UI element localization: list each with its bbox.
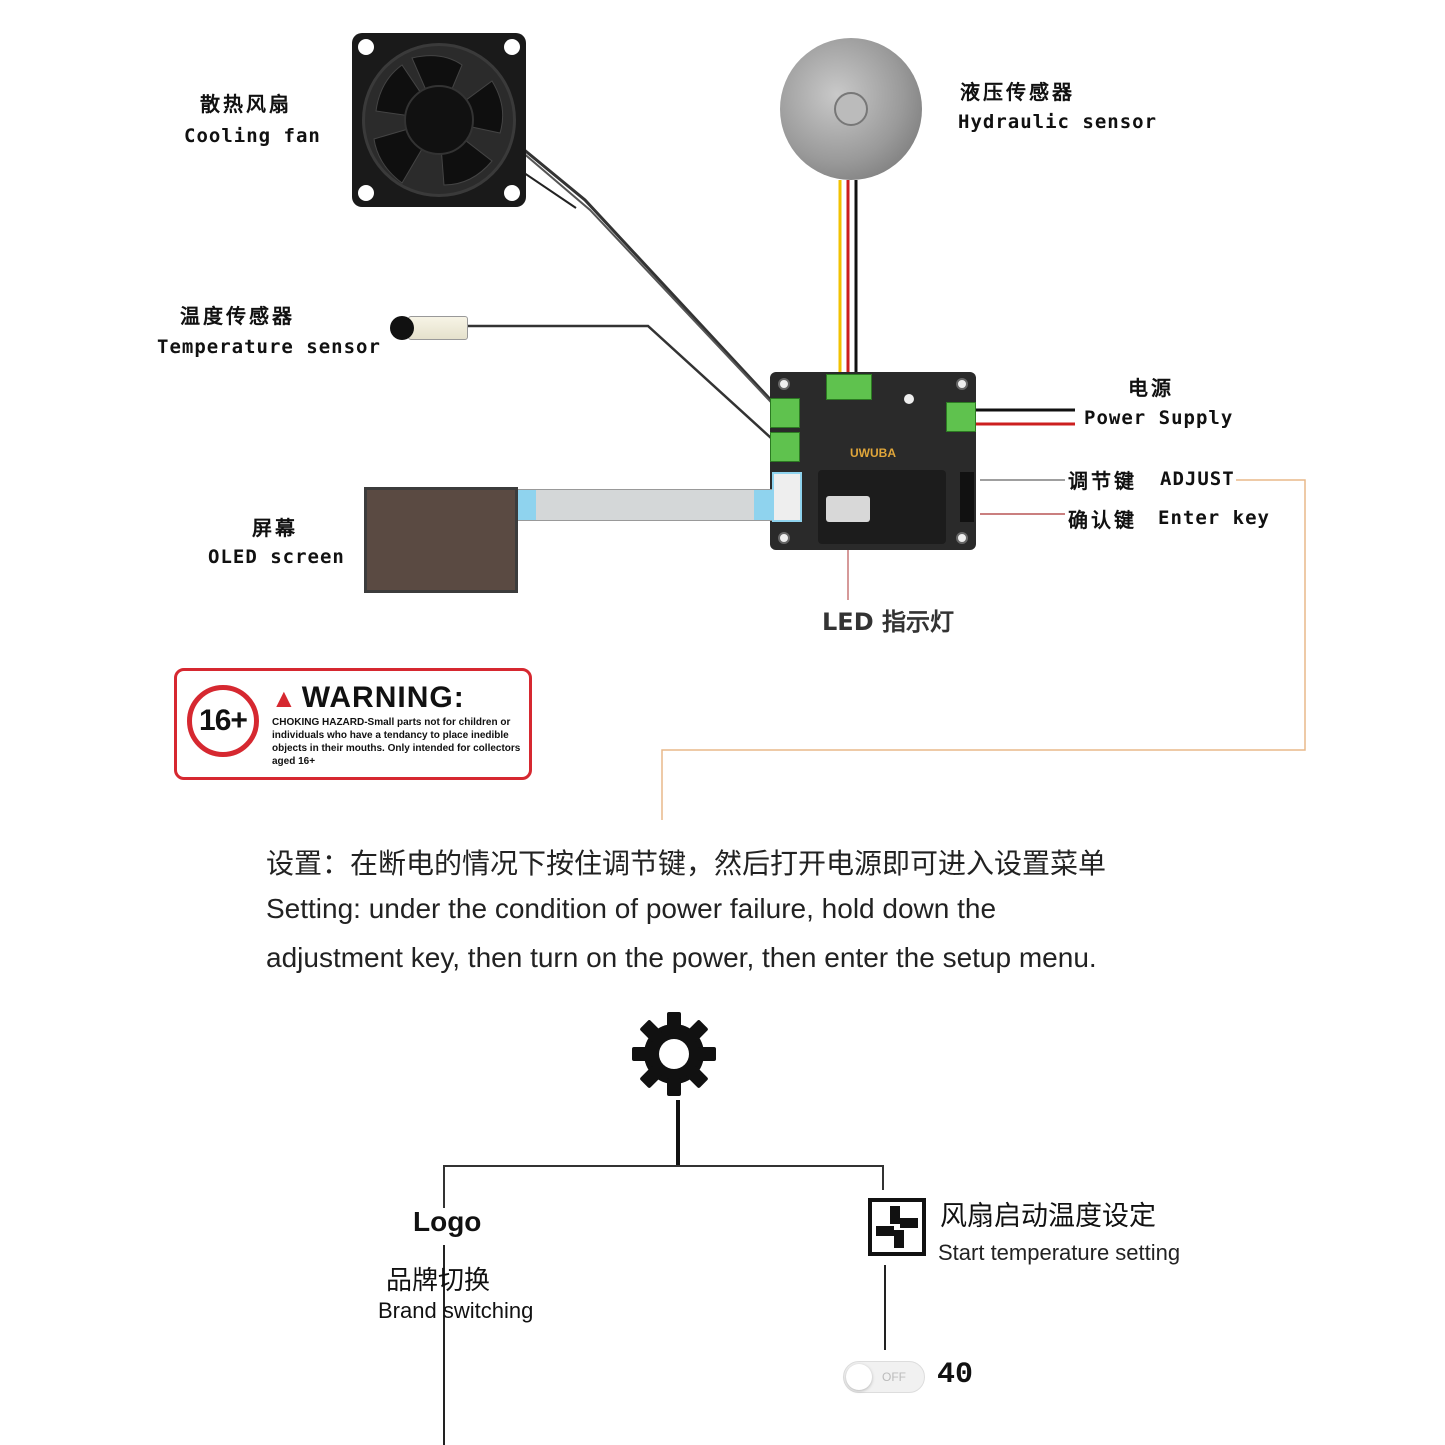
- menu-fan-temp-cn: 风扇启动温度设定: [940, 1201, 1156, 1232]
- gear-icon: [632, 1012, 716, 1096]
- oled-screen-image: [364, 487, 518, 593]
- fan-connector: [770, 398, 800, 428]
- setting-text-cn: 设置：在断电的情况下按住调节键，然后打开电源即可进入设置菜单: [266, 848, 1107, 879]
- thermistor-tip-icon: [390, 316, 414, 340]
- warning-title: WARNING:: [301, 681, 465, 714]
- age-badge: 16+: [187, 685, 259, 757]
- fan-blades-icon: [373, 55, 504, 186]
- warning-triangle-icon: ▲: [271, 683, 298, 713]
- power-label-cn: 电源: [1128, 376, 1174, 400]
- enter-label-cn: 确认键: [1068, 508, 1137, 532]
- fan-label-cn: 散热风扇: [200, 92, 292, 116]
- menu-logo-en: Brand switching: [378, 1298, 534, 1323]
- fan-label-en: Cooling fan: [184, 125, 321, 147]
- led-label: LED 指示灯: [822, 608, 954, 636]
- temperature-value: 40: [937, 1358, 974, 1392]
- fan-toggle-switch[interactable]: OFF: [843, 1361, 925, 1393]
- hydraulic-label-cn: 液压传感器: [960, 80, 1075, 104]
- hydraulic-connector: [826, 374, 872, 400]
- power-connector: [946, 402, 976, 432]
- setting-text-en-line1: Setting: under the condition of power fa…: [266, 893, 997, 924]
- adjust-label-cn: 调节键: [1068, 469, 1137, 493]
- temperature-connector: [770, 432, 800, 462]
- hydraulic-sensor-image: [780, 38, 922, 180]
- warning-text: CHOKING HAZARD-Small parts not for child…: [272, 717, 521, 767]
- fan-setting-icon: [868, 1198, 926, 1256]
- menu-logo-title: Logo: [413, 1206, 482, 1237]
- warning-label: 16+ ▲WARNING: CHOKING HAZARD-Small parts…: [174, 668, 532, 780]
- power-label-en: Power Supply: [1084, 407, 1234, 429]
- cooling-fan-image: [352, 33, 526, 207]
- led-indicator: [826, 496, 870, 522]
- toggle-off-label: OFF: [882, 1370, 906, 1384]
- temperature-label-cn: 温度传感器: [180, 304, 295, 328]
- toggle-knob: [846, 1364, 872, 1390]
- screen-label-cn: 屏幕: [252, 516, 298, 540]
- setting-text-en-line2: adjustment key, then turn on the power, …: [266, 942, 1097, 973]
- screen-connector: [772, 472, 802, 522]
- temperature-label-en: Temperature sensor: [157, 336, 381, 358]
- ribbon-cable: [518, 489, 772, 521]
- hydraulic-label-en: Hydraulic sensor: [958, 111, 1158, 133]
- menu-fan-temp-en: Start temperature setting: [938, 1240, 1181, 1265]
- control-board: UWUBA: [770, 372, 976, 550]
- enter-label-en: Enter key: [1158, 507, 1270, 529]
- thermistor-body: [408, 316, 468, 340]
- screen-label-en: OLED screen: [208, 546, 345, 568]
- button-strip: [960, 472, 974, 522]
- menu-logo-cn: 品牌切换: [386, 1266, 491, 1296]
- board-brand-logo: UWUBA: [850, 446, 896, 460]
- adjust-label-en: ADJUST: [1160, 468, 1235, 490]
